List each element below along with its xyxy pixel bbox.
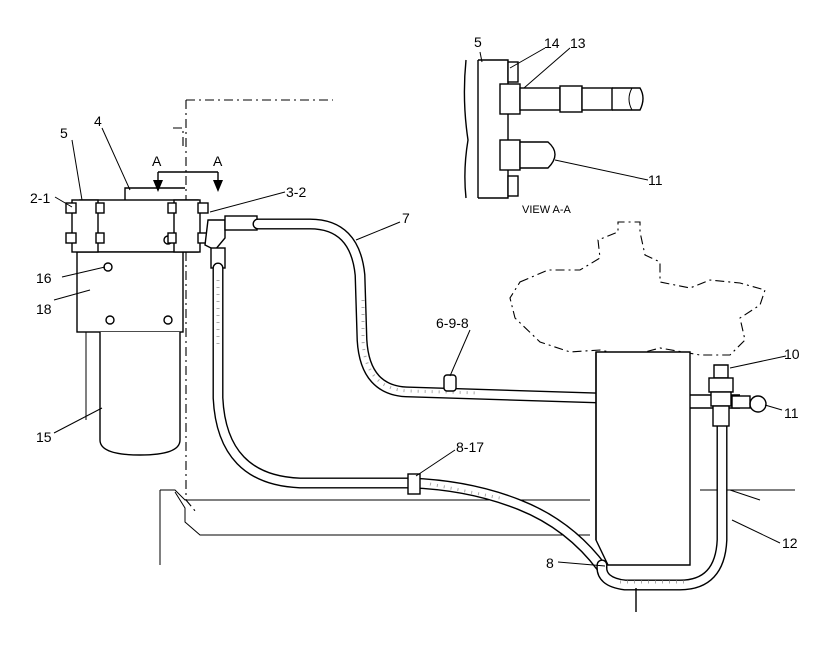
section-arrows [153, 171, 223, 192]
callout-16: 16 [36, 270, 52, 286]
callout-6-9-8: 6-9-8 [436, 315, 469, 331]
callout-4: 4 [94, 113, 102, 129]
engine-outline [509, 221, 766, 357]
inset-callout-11: 11 [648, 172, 663, 188]
hose-7 [252, 218, 606, 404]
hose-lower [212, 262, 608, 574]
fitting-10-11 [708, 364, 767, 427]
view-aa-inset [463, 59, 644, 199]
callout-18: 18 [36, 301, 52, 317]
callout-11: 11 [784, 405, 799, 421]
filter-canister [99, 332, 181, 456]
clamp-8-17 [407, 473, 421, 495]
leader-lines [53, 47, 787, 567]
section-a-left: A [152, 153, 162, 169]
callout-8: 8 [546, 555, 554, 571]
bolt-left [65, 199, 105, 253]
bolt-right [167, 199, 209, 253]
callout-10: 10 [784, 346, 800, 362]
callout-5: 5 [60, 125, 68, 141]
callout-15: 15 [36, 429, 52, 445]
clamp-6-9-8 [443, 374, 457, 392]
inset-callout-13: 13 [570, 35, 586, 51]
inset-callout-14: 14 [544, 35, 560, 51]
callout-3-2: 3-2 [286, 184, 306, 200]
callout-8-17: 8-17 [456, 439, 484, 455]
section-a-right: A [213, 153, 223, 169]
elbow-fitting [204, 215, 258, 269]
callout-12: 12 [782, 535, 798, 551]
inset-callout-5: 5 [474, 34, 482, 50]
callout-2-1: 2-1 [30, 190, 50, 206]
callout-7: 7 [402, 210, 410, 226]
view-aa-label: VIEW A-A [522, 204, 572, 216]
